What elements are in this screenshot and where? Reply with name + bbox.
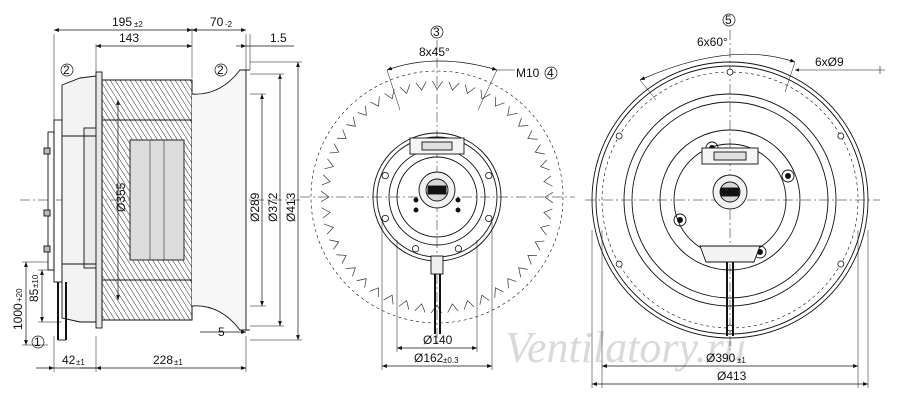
- dim-355: Ø355: [114, 182, 128, 212]
- mounting-hole: [381, 171, 389, 180]
- blade-mark: [495, 96, 505, 107]
- blade-mark: [356, 278, 367, 288]
- dim-70-tol: -2: [225, 20, 233, 29]
- blade-mark: [518, 117, 529, 127]
- blade-mark: [357, 105, 367, 116]
- blade-mark: [370, 96, 380, 107]
- dim-372: Ø372: [266, 192, 280, 222]
- blade-mark: [518, 267, 528, 278]
- rear-view-labels: 5 6x60° 6xØ9 Ø390 ±1 Ø413: [697, 13, 844, 383]
- blade-mark: [494, 287, 504, 298]
- front-view-labels: 3 4 8x45° M10 Ø140 Ø162 ±0.3: [414, 25, 554, 365]
- callout-1: 1: [34, 335, 41, 349]
- mounting-hole: [837, 260, 845, 268]
- blade-mark: [398, 300, 410, 310]
- dim-5: 5: [218, 325, 225, 339]
- blade-mark: [369, 287, 379, 298]
- dim-228: 228: [153, 353, 173, 367]
- blade-mark: [321, 174, 331, 186]
- blade-mark: [507, 106, 518, 116]
- blade-mark: [534, 144, 545, 155]
- dim-390: Ø390: [706, 351, 736, 365]
- blade-mark: [320, 190, 330, 202]
- callout-5: 5: [725, 13, 732, 27]
- blade-mark: [346, 116, 356, 127]
- mounting-hole: [726, 68, 734, 76]
- watermark: Ventilatory.ru: [505, 323, 746, 372]
- blade-mark: [414, 303, 426, 313]
- dim-1000-tol: +20: [15, 288, 24, 302]
- dim-1-5: 1.5: [270, 31, 287, 45]
- callout-3: 3: [433, 25, 440, 39]
- blade-mark: [432, 80, 444, 90]
- dim-162: Ø162: [414, 351, 444, 365]
- blade-mark: [540, 224, 550, 236]
- mounting-hole: [411, 245, 420, 253]
- dim-289: Ø289: [248, 192, 262, 222]
- blade-mark: [540, 159, 550, 171]
- blade-mark: [324, 158, 334, 170]
- front-view: [300, 25, 575, 370]
- blade-mark: [479, 294, 490, 305]
- dim-thread-m10: M10: [516, 66, 540, 80]
- blade-mark: [329, 143, 340, 154]
- dim-holes-6x60: 6x60°: [697, 35, 728, 49]
- blade-mark: [321, 207, 331, 219]
- blade-mark: [383, 294, 394, 305]
- dim-228-tol: ±1: [174, 358, 183, 367]
- side-view: [20, 28, 302, 372]
- dim-85-tol: ±10: [31, 274, 40, 288]
- callout-2-right: 2: [217, 63, 224, 77]
- mounting-hole: [485, 171, 493, 180]
- blade-mark: [384, 89, 395, 100]
- blade-mark: [527, 255, 538, 265]
- blade-mark: [463, 300, 475, 310]
- blade-mark: [534, 240, 545, 251]
- callout-2-left: 2: [63, 63, 70, 77]
- rear-view: [585, 13, 885, 388]
- side-view-labels: 195 ±2 143 70 -2 1.5 Ø355 Ø289 Ø372 Ø413…: [11, 15, 298, 367]
- blade-mark: [480, 89, 491, 100]
- blade-mark: [527, 130, 538, 140]
- dim-70: 70: [210, 15, 224, 29]
- mounting-hole: [615, 132, 623, 140]
- dim-holes-8x45: 8x45°: [419, 45, 450, 59]
- dim-42: 42: [62, 353, 76, 367]
- blade-mark: [329, 239, 340, 250]
- dim-413: Ø413: [284, 192, 298, 222]
- blade-mark: [543, 208, 553, 220]
- blade-mark: [464, 84, 476, 94]
- dim-1000: 1000: [11, 303, 25, 330]
- dim-hole-dia: 6xØ9: [815, 55, 844, 69]
- dim-413-rear: Ø413: [717, 369, 747, 383]
- dim-140: Ø140: [423, 333, 453, 347]
- dim-42-tol: ±1: [76, 358, 85, 367]
- dim-390-tol: ±1: [737, 356, 746, 365]
- callout-4: 4: [547, 66, 554, 80]
- dim-width: 195: [112, 15, 132, 29]
- blade-mark: [336, 254, 347, 264]
- dim-width-tol: ±2: [134, 20, 143, 29]
- blade-mark: [544, 192, 554, 204]
- dim-85: 85: [27, 288, 41, 302]
- blade-mark: [399, 84, 411, 94]
- blade-mark: [543, 175, 553, 187]
- mounting-hole: [381, 214, 389, 223]
- mounting-hole: [454, 245, 463, 253]
- blade-mark: [324, 223, 334, 235]
- blade-mark: [448, 81, 460, 91]
- dim-143: 143: [119, 31, 139, 45]
- blade-mark: [336, 129, 347, 139]
- mounting-hole: [837, 132, 845, 140]
- dim-162-tol: ±0.3: [443, 356, 459, 365]
- blade-mark: [507, 278, 517, 289]
- mounting-hole: [615, 260, 623, 268]
- mounting-hole: [485, 214, 493, 223]
- blade-mark: [345, 267, 356, 277]
- blade-mark: [415, 81, 427, 91]
- front-blade-ring: [320, 80, 554, 314]
- blade-mark: [447, 303, 459, 313]
